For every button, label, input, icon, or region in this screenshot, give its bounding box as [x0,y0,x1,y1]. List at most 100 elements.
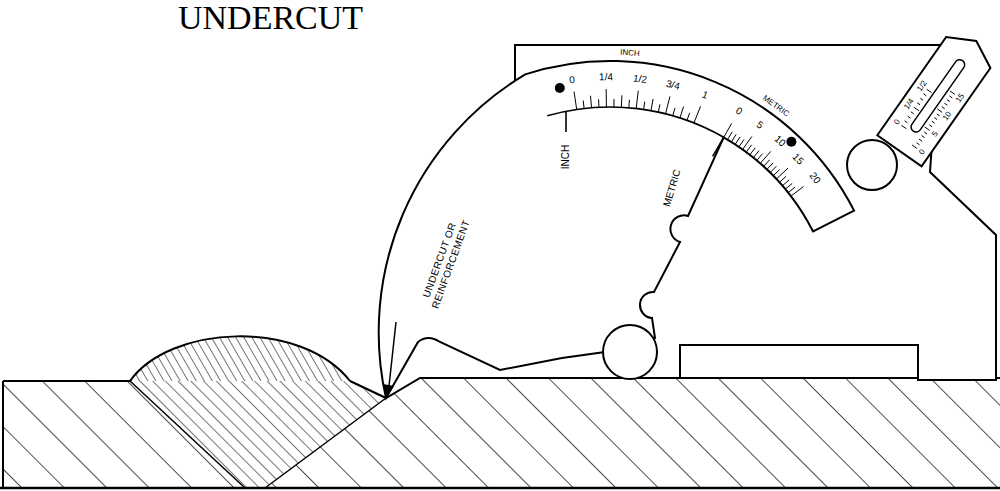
scale-unit: INCH [620,47,640,58]
slide-metric-tick [949,96,952,98]
inch-tick [680,107,684,118]
inch-tick [574,92,577,110]
inch-tick [673,108,675,116]
metric-tick [785,183,792,189]
metric-marker-line [713,137,724,156]
slide-inch-tick [901,125,906,128]
metric-tick [735,137,740,145]
weld-groove [130,381,386,488]
scale-band-inner [547,107,724,137]
metric-tick [743,136,752,149]
metric-number: 15 [790,151,806,167]
metric-number: 10 [772,133,788,149]
inch-number: 0 [569,74,576,86]
slide-inch-tick [927,89,932,92]
metric-tick [782,180,789,186]
bevel-right [265,398,386,488]
slide-inch-number: 1/2 [915,79,929,93]
slide-metric-tick [937,114,940,116]
metric-tick [760,151,771,163]
scale-marker-label: INCH [560,145,572,169]
weld-bead [130,336,350,381]
metric-tick [770,166,776,172]
inch-tick [658,104,660,112]
metric-tick [750,148,756,155]
slide-ticks [896,79,955,148]
metric-number: 0 [733,105,744,118]
slide-metric-tick [934,118,937,120]
scale-dot [555,83,565,93]
gauge-caption: UNDERCUT OR REINFORCEMENT [418,214,472,310]
inch-tick [598,99,599,107]
slide-metric-number: 10 [941,110,954,123]
metric-tick [731,134,736,142]
slide-metric-tick [937,109,942,112]
metric-tick [779,176,786,182]
metric-tick [791,186,804,196]
slide-metric-tick [932,121,935,123]
slide-inch-tick [914,107,919,110]
inch-number: 1/2 [632,72,647,85]
slide-metric-tick [924,132,927,134]
slide-metric-tick [922,136,925,138]
slide-metric-tick [917,143,920,145]
slide-inch-number: 1/4 [902,97,916,111]
slide-inch-tick [911,112,914,114]
inch-tick [666,96,670,113]
slide-body [877,26,998,167]
bottom-line [0,487,1000,490]
inch-number: 1/4 [599,71,613,83]
left-surface [3,380,130,382]
inch-tick [694,106,701,123]
slide-metric-tick [925,127,930,130]
title: UNDERCUT [178,1,363,35]
inch-tick [628,100,630,108]
inch-tick [606,89,607,107]
metric-tick [739,139,744,146]
slide-inch-tick [923,94,926,96]
inch-number: 1 [700,89,709,102]
metric-tick [753,151,759,158]
slide-inch-tick [905,121,908,123]
inch-number: 3/4 [665,78,681,93]
metric-tick [776,168,788,179]
inch-tick [636,91,638,109]
inch-tick [644,102,645,110]
roller [603,325,657,379]
slide-inch-tick [920,98,923,100]
inch-tick [590,96,592,108]
bead-outline [130,336,350,381]
metric-tick [757,154,763,161]
scale-dot [786,137,796,147]
inch-tick [651,99,653,111]
scale-ticks [574,89,804,196]
inch-marker-line [565,112,567,132]
slide-inch-tick [917,103,920,105]
slide-metric-tick [912,145,917,148]
slide-metric-tick [929,125,932,127]
pointer-line [389,322,396,386]
slide-metric-tick [919,139,922,141]
pointer-head [383,384,394,398]
slide-metric-number: 0 [917,147,927,156]
slide-metric-number: 5 [929,129,939,138]
undercut-notch [350,378,1000,398]
metric-tick [767,163,773,170]
metric-number: 20 [807,170,823,186]
inch-tick [621,95,623,107]
slide-scale [877,26,998,167]
slide-inch-number: 0 [891,117,901,126]
metric-tick [746,145,751,152]
inch-tick [613,99,614,107]
scale-unit: METRIC [761,93,791,118]
slide-inch-tick [908,116,911,118]
slide-metric-tick [944,103,947,105]
gauge-arm [379,61,854,398]
slide-metric-tick [950,91,955,94]
slide-metric-tick [942,107,945,109]
pivot-circle [847,140,897,190]
slide-slot [909,58,967,134]
scale-marker-label: METRIC [661,168,683,208]
